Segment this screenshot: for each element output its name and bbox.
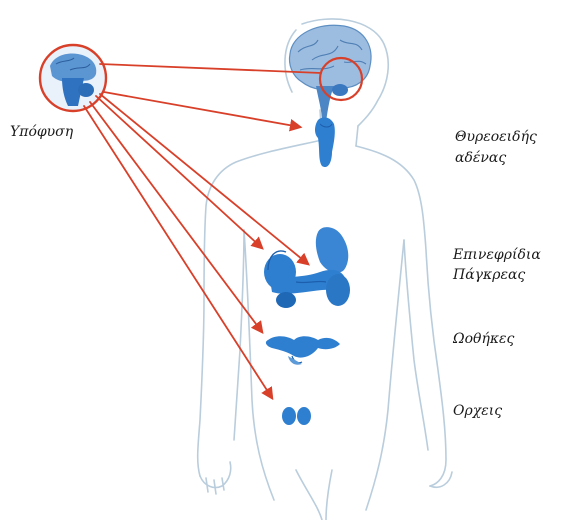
arrow-to-head <box>100 64 321 73</box>
label-pituitary: Υπόφυση <box>10 124 74 140</box>
brain <box>290 25 371 122</box>
label-adrenal: Επινεφρίδια <box>452 246 541 263</box>
label-ovaries: Ωοθήκες <box>452 331 515 347</box>
pituitary-inset <box>40 45 106 111</box>
label-pancreas: Πάγκρεας <box>452 267 525 283</box>
label-testes: Ορχεις <box>453 403 502 419</box>
ovaries <box>266 336 340 365</box>
label-thyroid-line1: Θυρεοειδής <box>455 129 537 145</box>
testes <box>282 407 311 425</box>
arrow-to-ovaries <box>90 102 262 332</box>
thyroid-gland <box>315 117 335 167</box>
label-thyroid-line2: αδένας <box>455 149 506 166</box>
arrow-to-adrenal-a <box>96 96 262 248</box>
